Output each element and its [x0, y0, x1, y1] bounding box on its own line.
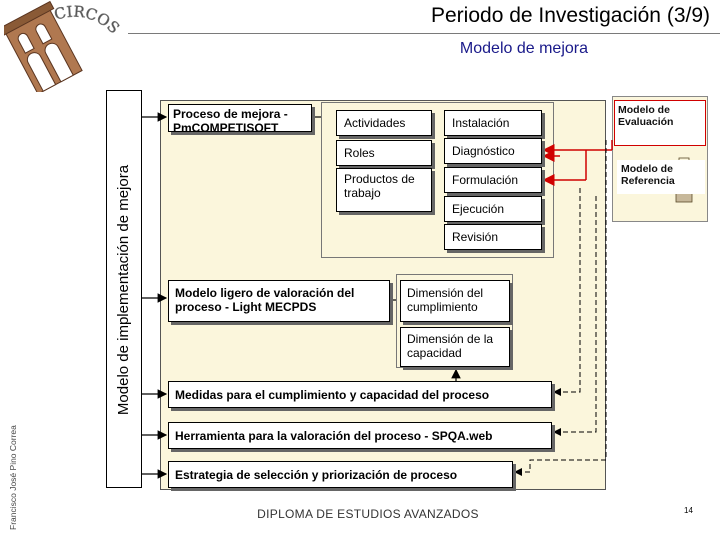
review-box: Revisión: [444, 224, 542, 250]
light-assessment-model-box: Modelo ligero de valoración del proceso …: [168, 280, 390, 322]
formulation-box: Formulación: [444, 167, 542, 193]
measures-box: Medidas para el cumplimiento y capacidad…: [168, 381, 552, 408]
execution-box: Ejecución: [444, 196, 542, 222]
improvement-process-box: Proceso de mejora - PmCOMPETISOFT: [168, 104, 312, 135]
roles-box: Roles: [336, 140, 432, 166]
university-arches-logo-icon: CIRCOS: [4, 0, 123, 92]
diagnosis-box: Diagnóstico: [444, 138, 542, 164]
reference-model-box: Modelo de Referencia: [617, 160, 705, 194]
logo-arc-text: CIRCOS: [52, 2, 123, 37]
author-name: Francisco José Pino Correa: [8, 425, 18, 530]
selection-strategy-box: Estrategia de selección y priorización d…: [168, 461, 513, 488]
page-subtitle: Modelo de mejora: [459, 40, 588, 57]
page-title: Periodo de Investigación (3/9): [431, 4, 710, 27]
activities-box: Actividades: [336, 110, 432, 136]
compliance-dimension-box: Dimensión del cumplimiento: [400, 280, 510, 322]
assessment-model-box: Modelo de Evaluación: [614, 100, 706, 146]
installation-box: Instalación: [444, 110, 542, 136]
title-divider: [128, 33, 720, 34]
capability-dimension-box: Dimensión de la capacidad: [400, 327, 510, 367]
assessment-tool-box: Herramienta para la valoración del proce…: [168, 422, 552, 449]
page-number: 14: [684, 506, 693, 515]
implementation-model-bar: Modelo de implementación de mejora: [106, 90, 142, 488]
work-products-box: Productos de trabajo: [336, 168, 432, 212]
implementation-model-label: Modelo de implementación de mejora: [115, 164, 132, 416]
footer-text: DIPLOMA DE ESTUDIOS AVANZADOS: [257, 507, 479, 521]
